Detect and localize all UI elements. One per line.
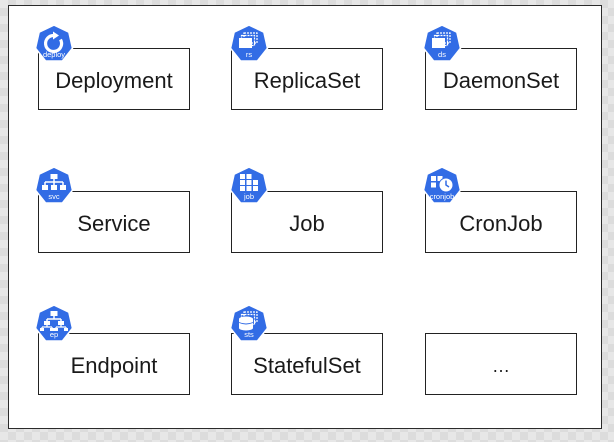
badge-abbr: svc [48,192,60,201]
resource-card-statefulset: StatefulSet [231,333,383,395]
resource-label: Deployment [55,68,173,93]
badge-abbr: ds [438,50,446,59]
badge-abbr: cronjob [429,192,455,201]
replicaset-icon: rs [229,24,269,64]
service-icon: svc [34,166,74,206]
resource-card-endpoint: Endpoint [38,333,190,395]
diagram-frame: Deployment deploy ReplicaSet rs DaemonSe… [8,5,602,429]
resource-card-more: … [425,333,577,395]
badge-abbr: rs [245,50,253,59]
endpoint-icon: ep [34,304,74,344]
job-icon: job [229,166,269,206]
badge-abbr: ep [49,330,59,339]
resource-label: StatefulSet [253,353,361,378]
ellipsis-label: … [492,355,510,376]
cronjob-icon: cronjob [422,166,462,206]
badge-abbr: sts [244,330,254,339]
resource-label: CronJob [459,211,543,236]
resource-card-cronjob: CronJob [425,191,577,253]
resource-label: ReplicaSet [253,68,361,93]
resource-label: Service [77,211,151,236]
badge-abbr: job [243,192,254,201]
badge-abbr: deploy [42,50,66,59]
resource-label: Endpoint [70,353,158,378]
resource-card-deployment: Deployment [38,48,190,110]
resource-label: Job [289,211,325,236]
resource-label: DaemonSet [442,68,560,93]
deploy-icon: deploy [34,24,74,64]
statefulset-icon: sts [229,304,269,344]
daemonset-icon: ds [422,24,462,64]
resource-card-service: Service [38,191,190,253]
